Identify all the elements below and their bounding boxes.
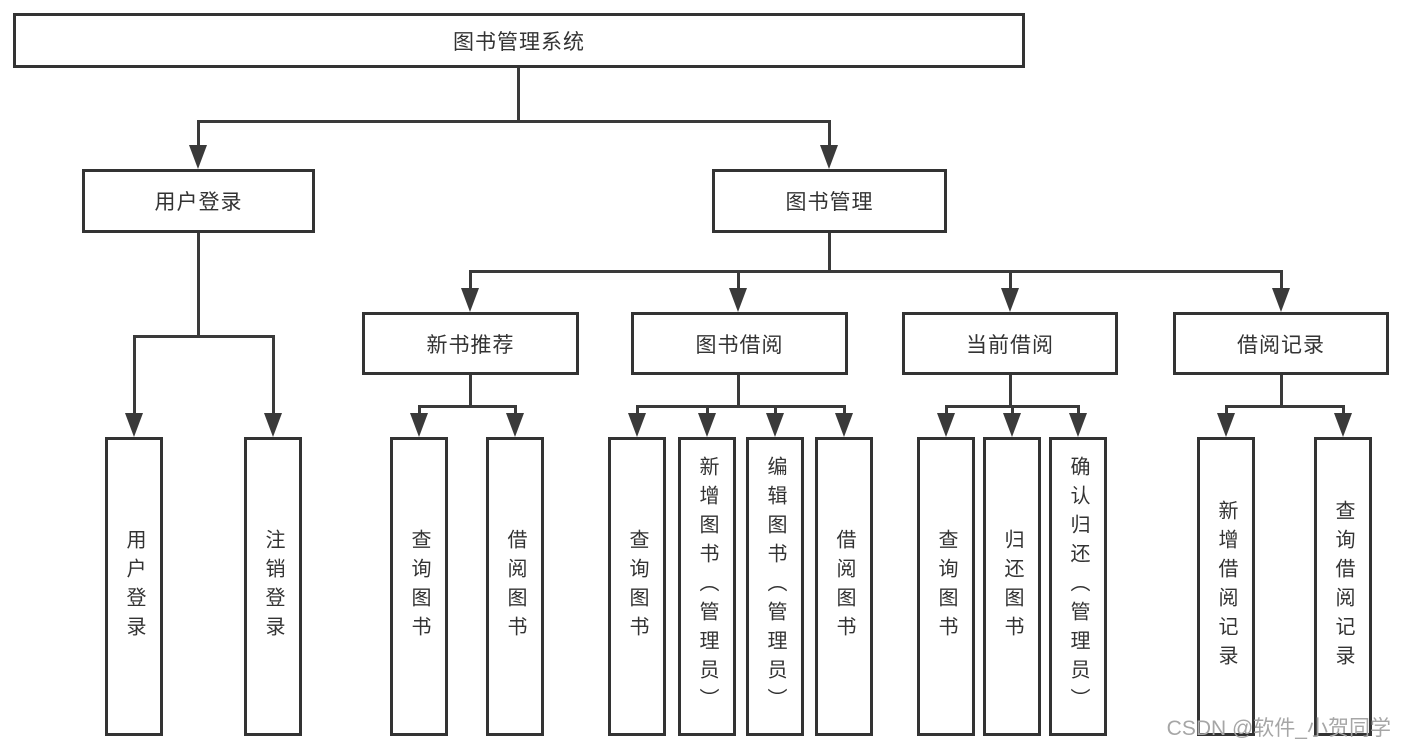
leaf-nb-query-books: 查询图书	[390, 437, 448, 736]
connector-line	[418, 405, 517, 408]
arrow-down-icon	[189, 145, 207, 169]
leaf-cb-query-books: 查询图书	[917, 437, 975, 736]
arrow-down-icon	[1001, 288, 1019, 312]
connector-line	[774, 405, 777, 415]
leaf-label: 新增图书（管理员）	[696, 456, 718, 717]
leaf-label: 查询图书	[408, 528, 430, 645]
arrow-down-icon	[698, 413, 716, 437]
node-label: 借阅记录	[1237, 333, 1325, 357]
arrow-down-icon	[1334, 413, 1352, 437]
connector-line	[1280, 375, 1283, 407]
arrow-down-icon	[461, 288, 479, 312]
connector-line	[828, 233, 831, 272]
node-current-borrow: 当前借阅	[902, 312, 1118, 375]
node-label: 当前借阅	[966, 333, 1054, 357]
node-label: 图书管理系统	[453, 30, 585, 54]
arrow-down-icon	[506, 413, 524, 437]
connector-line	[828, 120, 831, 147]
node-label: 用户登录	[154, 191, 243, 214]
node-new-book-recommend: 新书推荐	[362, 312, 579, 375]
leaf-br-add-record: 新增借阅记录	[1197, 437, 1255, 736]
connector-line	[197, 233, 200, 337]
arrow-down-icon	[264, 413, 282, 437]
leaf-bb-borrow-books: 借阅图书	[815, 437, 873, 736]
arrow-down-icon	[729, 288, 747, 312]
connector-line	[469, 270, 472, 290]
leaf-br-query-record: 查询借阅记录	[1314, 437, 1372, 736]
connector-line	[1225, 405, 1228, 415]
node-borrow-records: 借阅记录	[1173, 312, 1389, 375]
leaf-label: 查询借阅记录	[1332, 499, 1354, 674]
node-book-management: 图书管理	[712, 169, 947, 233]
leaf-logout: 注销登录	[244, 437, 302, 736]
connector-line	[1225, 405, 1345, 408]
connector-line	[636, 405, 846, 408]
node-user-login: 用户登录	[82, 169, 315, 233]
connector-line	[197, 120, 831, 123]
connector-line	[469, 270, 1283, 273]
connector-line	[133, 335, 275, 338]
csdn-watermark: CSDN @软件_小贺同学	[1166, 717, 1391, 740]
connector-line	[945, 405, 948, 415]
leaf-cb-return-books: 归还图书	[983, 437, 1041, 736]
arrow-down-icon	[1272, 288, 1290, 312]
arrow-down-icon	[1069, 413, 1087, 437]
connector-line	[843, 405, 846, 415]
connector-line	[197, 120, 200, 147]
arrow-down-icon	[125, 413, 143, 437]
arrow-down-icon	[820, 145, 838, 169]
connector-line	[1077, 405, 1080, 415]
connector-line	[272, 335, 275, 415]
leaf-label: 查询图书	[626, 528, 648, 645]
leaf-label: 新增借阅记录	[1215, 499, 1237, 674]
leaf-label: 编辑图书（管理员）	[764, 456, 786, 717]
connector-line	[1009, 270, 1012, 290]
leaf-user-login: 用户登录	[105, 437, 163, 736]
connector-line	[737, 270, 740, 290]
node-label: 新书推荐	[426, 333, 515, 357]
connector-line	[737, 375, 740, 407]
leaf-bb-add-books-admin: 新增图书（管理员）	[678, 437, 736, 736]
connector-line	[706, 405, 709, 415]
leaf-nb-borrow-books: 借阅图书	[486, 437, 544, 736]
connector-line	[517, 68, 520, 123]
connector-line	[418, 405, 421, 415]
connector-line	[469, 375, 472, 407]
connector-line	[1011, 405, 1014, 415]
arrow-down-icon	[937, 413, 955, 437]
connector-line	[636, 405, 639, 415]
connector-line	[1009, 375, 1012, 407]
leaf-label: 用户登录	[123, 528, 145, 645]
leaf-label: 确认归还（管理员）	[1067, 456, 1089, 717]
node-root: 图书管理系统	[13, 13, 1025, 68]
arrow-down-icon	[628, 413, 646, 437]
connector-line	[514, 405, 517, 415]
connector-line	[133, 335, 136, 415]
node-label: 图书借阅	[695, 333, 784, 357]
leaf-label: 归还图书	[1001, 528, 1023, 645]
leaf-label: 借阅图书	[833, 528, 855, 645]
leaf-bb-query-books: 查询图书	[608, 437, 666, 736]
arrow-down-icon	[1217, 413, 1235, 437]
arrow-down-icon	[766, 413, 784, 437]
arrow-down-icon	[835, 413, 853, 437]
leaf-label: 查询图书	[935, 528, 957, 645]
connector-line	[1342, 405, 1345, 415]
arrow-down-icon	[410, 413, 428, 437]
connector-line	[1280, 270, 1283, 290]
leaf-label: 借阅图书	[504, 528, 526, 645]
arrow-down-icon	[1003, 413, 1021, 437]
node-book-borrow: 图书借阅	[631, 312, 848, 375]
leaf-label: 注销登录	[262, 528, 284, 645]
leaf-bb-edit-books-admin: 编辑图书（管理员）	[746, 437, 804, 736]
leaf-cb-confirm-return-admin: 确认归还（管理员）	[1049, 437, 1107, 736]
node-label: 图书管理	[785, 191, 874, 214]
